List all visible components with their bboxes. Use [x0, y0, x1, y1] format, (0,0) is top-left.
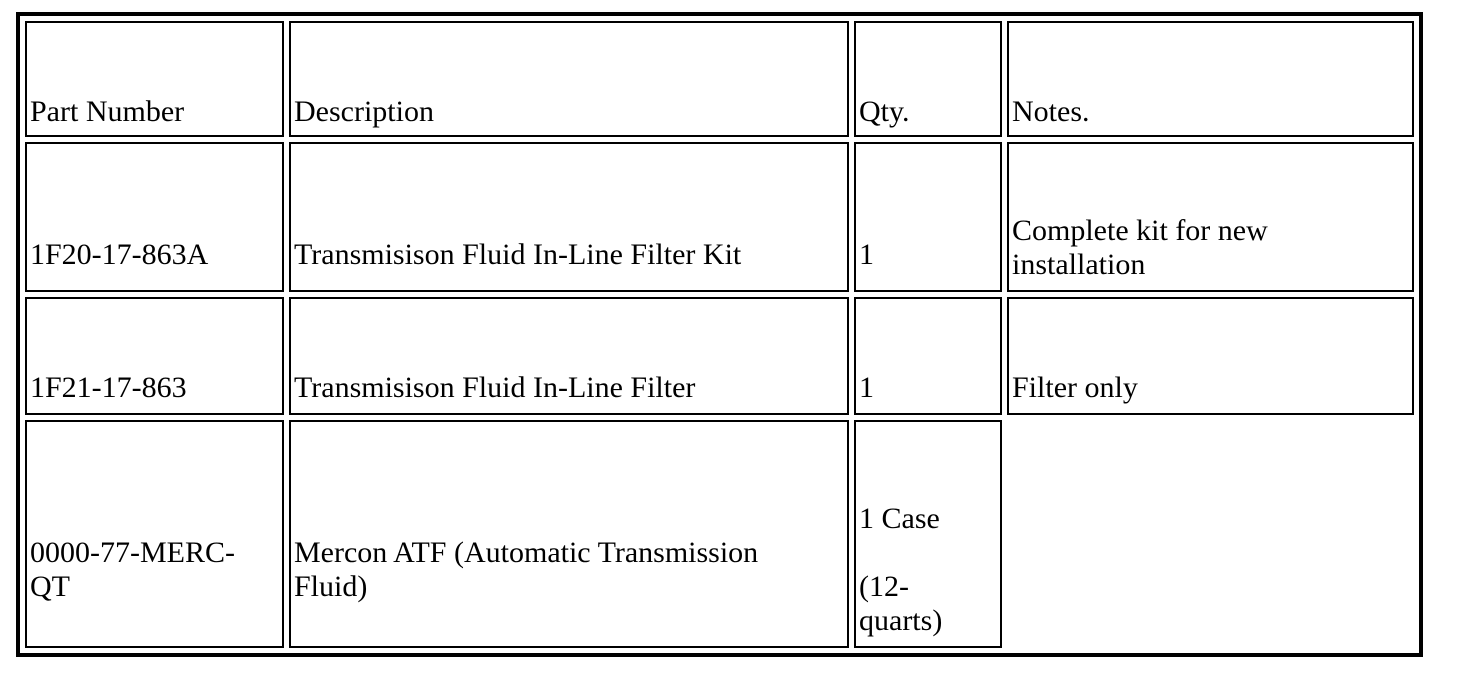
cell-description: Transmisison Fluid In-Line Filter [289, 297, 849, 415]
cell-notes-empty [1007, 420, 1414, 648]
column-header-part-number: Part Number [25, 21, 284, 137]
cell-notes: Filter only [1007, 297, 1414, 415]
cell-part-number: 1F21-17-863 [25, 297, 284, 415]
column-header-qty: Qty. [854, 21, 1002, 137]
table-row: 1F20-17-863A Transmisison Fluid In-Line … [25, 142, 1414, 292]
column-header-notes: Notes. [1007, 21, 1414, 137]
column-header-description: Description [289, 21, 849, 137]
header-row: Part Number Description Qty. Notes. [25, 21, 1414, 137]
cell-description: Transmisison Fluid In-Line Filter Kit [289, 142, 849, 292]
cell-qty: 1 [854, 297, 1002, 415]
cell-description: Mercon ATF (Automatic Transmission Fluid… [289, 420, 849, 648]
cell-qty: 1 [854, 142, 1002, 292]
cell-notes: Complete kit for new installation [1007, 142, 1414, 292]
parts-table: Part Number Description Qty. Notes. 1F20… [16, 12, 1423, 657]
cell-qty: 1 Case (12- quarts) [854, 420, 1002, 648]
cell-part-number: 1F20-17-863A [25, 142, 284, 292]
table-row: 1F21-17-863 Transmisison Fluid In-Line F… [25, 297, 1414, 415]
table-row: 0000-77-MERC- QT Mercon ATF (Automatic T… [25, 420, 1414, 648]
cell-part-number: 0000-77-MERC- QT [25, 420, 284, 648]
